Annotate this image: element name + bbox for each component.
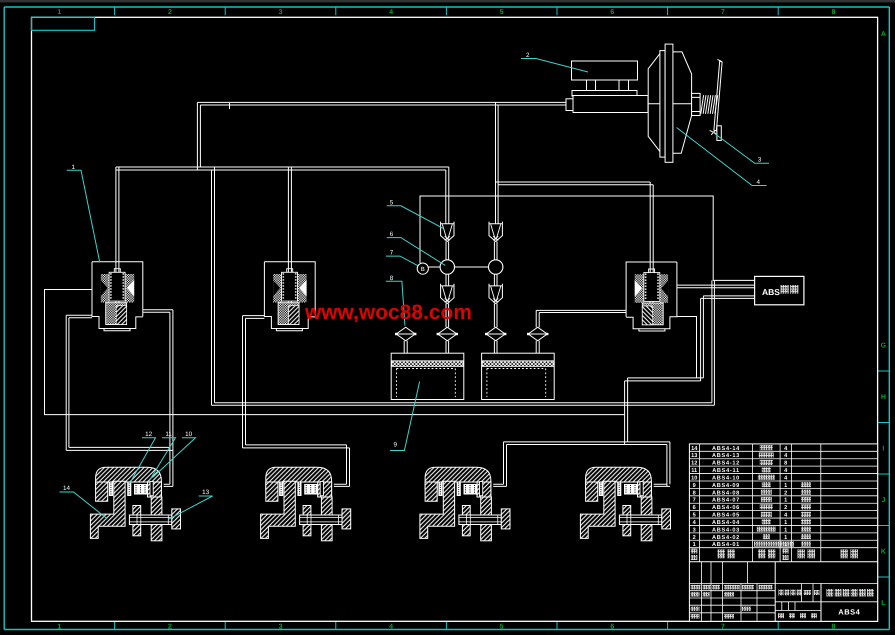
svg-text:ABS4-13: ABS4-13 — [712, 453, 740, 459]
svg-text:ABS4-04: ABS4-04 — [712, 520, 740, 526]
svg-text:8: 8 — [784, 461, 787, 467]
svg-text:A: A — [881, 31, 886, 38]
svg-text:4: 4 — [784, 453, 788, 459]
svg-text:2: 2 — [693, 535, 696, 541]
svg-text:ABS4-03: ABS4-03 — [712, 527, 740, 533]
svg-text:ABS4-06: ABS4-06 — [712, 505, 740, 511]
svg-text:ABS4-11: ABS4-11 — [712, 468, 740, 474]
svg-text:L: L — [881, 600, 886, 607]
svg-text:3: 3 — [279, 623, 283, 630]
svg-text:2: 2 — [526, 52, 530, 59]
svg-text:7: 7 — [721, 9, 725, 16]
svg-text:11: 11 — [691, 468, 697, 474]
svg-text:5: 5 — [500, 623, 504, 630]
svg-text:B: B — [421, 266, 425, 273]
svg-text:ABS4-10: ABS4-10 — [712, 475, 740, 481]
svg-text:4: 4 — [693, 520, 697, 526]
svg-text:5: 5 — [390, 199, 394, 206]
svg-text:ABS4-08: ABS4-08 — [712, 490, 740, 496]
svg-text:1: 1 — [784, 535, 787, 541]
svg-text:1: 1 — [57, 9, 61, 16]
svg-text:12: 12 — [691, 461, 697, 467]
svg-text:9: 9 — [693, 483, 696, 489]
svg-text:2: 2 — [168, 623, 172, 630]
svg-text:ABS4-05: ABS4-05 — [712, 513, 740, 519]
svg-text:8: 8 — [831, 9, 835, 16]
svg-text:ABS: ABS — [762, 287, 780, 297]
svg-text:ABS4: ABS4 — [838, 608, 860, 617]
svg-text:ABS4-09: ABS4-09 — [712, 483, 740, 489]
svg-text:4: 4 — [389, 9, 393, 16]
svg-text:6: 6 — [610, 623, 614, 630]
svg-text:6: 6 — [610, 9, 614, 16]
svg-text:7: 7 — [721, 623, 725, 630]
svg-text:8: 8 — [831, 623, 835, 630]
svg-text:8: 8 — [390, 275, 394, 282]
svg-text:1: 1 — [693, 542, 696, 548]
svg-text:H: H — [881, 394, 886, 401]
svg-text:6: 6 — [390, 231, 394, 238]
svg-text:2: 2 — [168, 9, 172, 16]
svg-text:10: 10 — [185, 431, 193, 438]
svg-text:I: I — [882, 446, 884, 453]
svg-text:13: 13 — [691, 453, 697, 459]
svg-text:ABS4-12: ABS4-12 — [712, 461, 740, 467]
svg-text:2: 2 — [784, 490, 787, 496]
svg-text:4: 4 — [784, 446, 788, 452]
svg-text:14: 14 — [691, 446, 698, 452]
svg-text:6: 6 — [693, 505, 696, 511]
svg-text:ABS4-02: ABS4-02 — [712, 535, 740, 541]
svg-text:1: 1 — [784, 483, 787, 489]
svg-text:1: 1 — [784, 520, 787, 526]
svg-text:3: 3 — [693, 527, 696, 533]
svg-text:J: J — [881, 497, 885, 504]
svg-text:4: 4 — [389, 623, 393, 630]
svg-text:14: 14 — [63, 485, 71, 492]
svg-text:11: 11 — [165, 431, 172, 438]
svg-text:8: 8 — [693, 490, 696, 496]
svg-text:1: 1 — [57, 623, 61, 630]
svg-text:4: 4 — [784, 475, 788, 481]
svg-text:7: 7 — [390, 250, 394, 257]
svg-text:2: 2 — [784, 505, 787, 511]
svg-text:ABS4-14: ABS4-14 — [712, 446, 740, 452]
svg-text:1: 1 — [72, 164, 76, 171]
svg-text:7: 7 — [693, 498, 696, 504]
svg-text:K: K — [881, 549, 886, 556]
svg-text:13: 13 — [202, 489, 210, 496]
svg-text:ABS4-07: ABS4-07 — [712, 498, 740, 504]
svg-text:1: 1 — [784, 498, 787, 504]
svg-text:G: G — [881, 343, 887, 350]
svg-text:4: 4 — [757, 179, 761, 186]
svg-text:3: 3 — [758, 157, 762, 164]
svg-text:9: 9 — [394, 442, 398, 449]
svg-text:4: 4 — [784, 468, 788, 474]
svg-text:5: 5 — [500, 9, 504, 16]
svg-text:5: 5 — [693, 513, 696, 519]
svg-text:4: 4 — [784, 513, 788, 519]
svg-text:1: 1 — [784, 542, 787, 548]
svg-text:ABS4-01: ABS4-01 — [712, 542, 740, 548]
svg-text:3: 3 — [279, 9, 283, 16]
svg-text:12: 12 — [145, 431, 153, 438]
svg-text:10: 10 — [691, 475, 697, 481]
svg-text:1: 1 — [784, 527, 787, 533]
svg-text:www,woc88.com: www,woc88.com — [304, 301, 472, 324]
